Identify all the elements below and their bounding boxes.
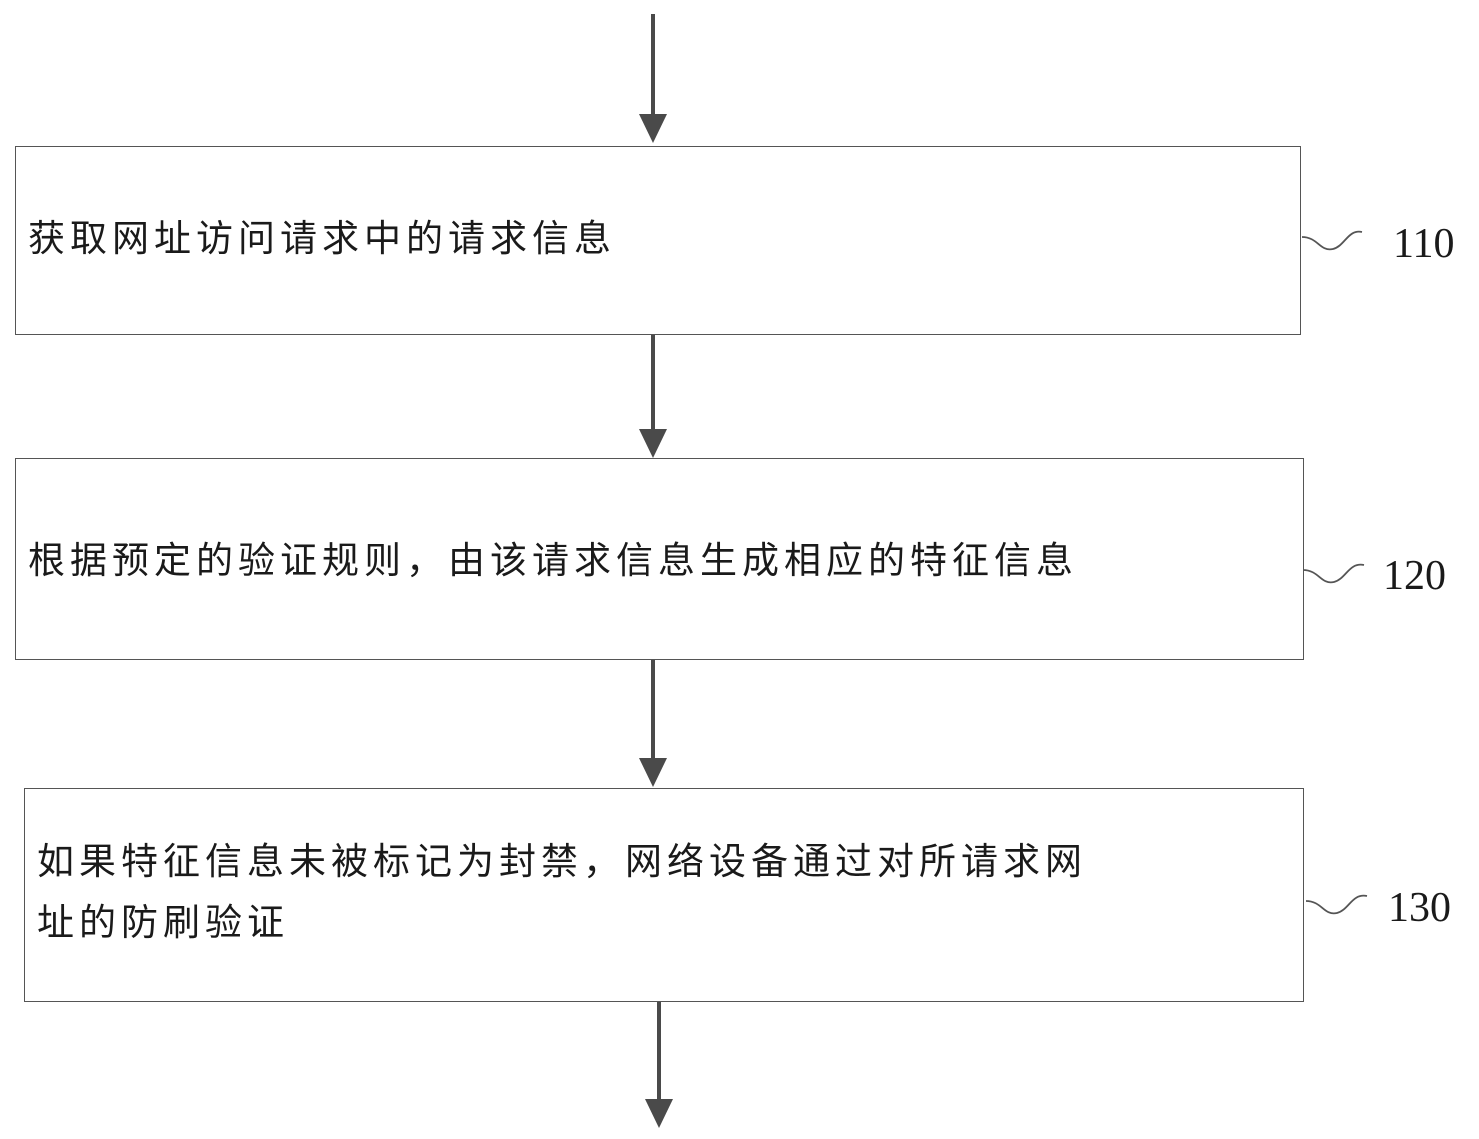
step-text-130-line-1: 如果特征信息未被标记为封禁，网络设备通过对所请求网 (37, 840, 1087, 883)
step-number-120: 120 (1383, 553, 1446, 599)
arrow-120-to-130 (639, 660, 667, 787)
leader-120 (1302, 563, 1365, 584)
step-text-130-line-2: 址的防刷验证 (37, 901, 289, 944)
arrow-110-to-120 (639, 335, 667, 458)
step-text-120: 根据预定的验证规则，由该请求信息生成相应的特征信息 (28, 539, 1078, 582)
step-box-120 (15, 458, 1304, 660)
arrow-out-bottom (645, 1002, 673, 1128)
step-box-110 (15, 146, 1301, 335)
step-text-110: 获取网址访问请求中的请求信息 (28, 217, 616, 260)
step-number-110: 110 (1393, 221, 1455, 267)
step-box-130 (24, 788, 1304, 1002)
arrow-in-top (639, 14, 667, 143)
step-number-130: 130 (1388, 885, 1451, 931)
leader-130 (1305, 894, 1368, 915)
leader-110 (1301, 230, 1363, 251)
